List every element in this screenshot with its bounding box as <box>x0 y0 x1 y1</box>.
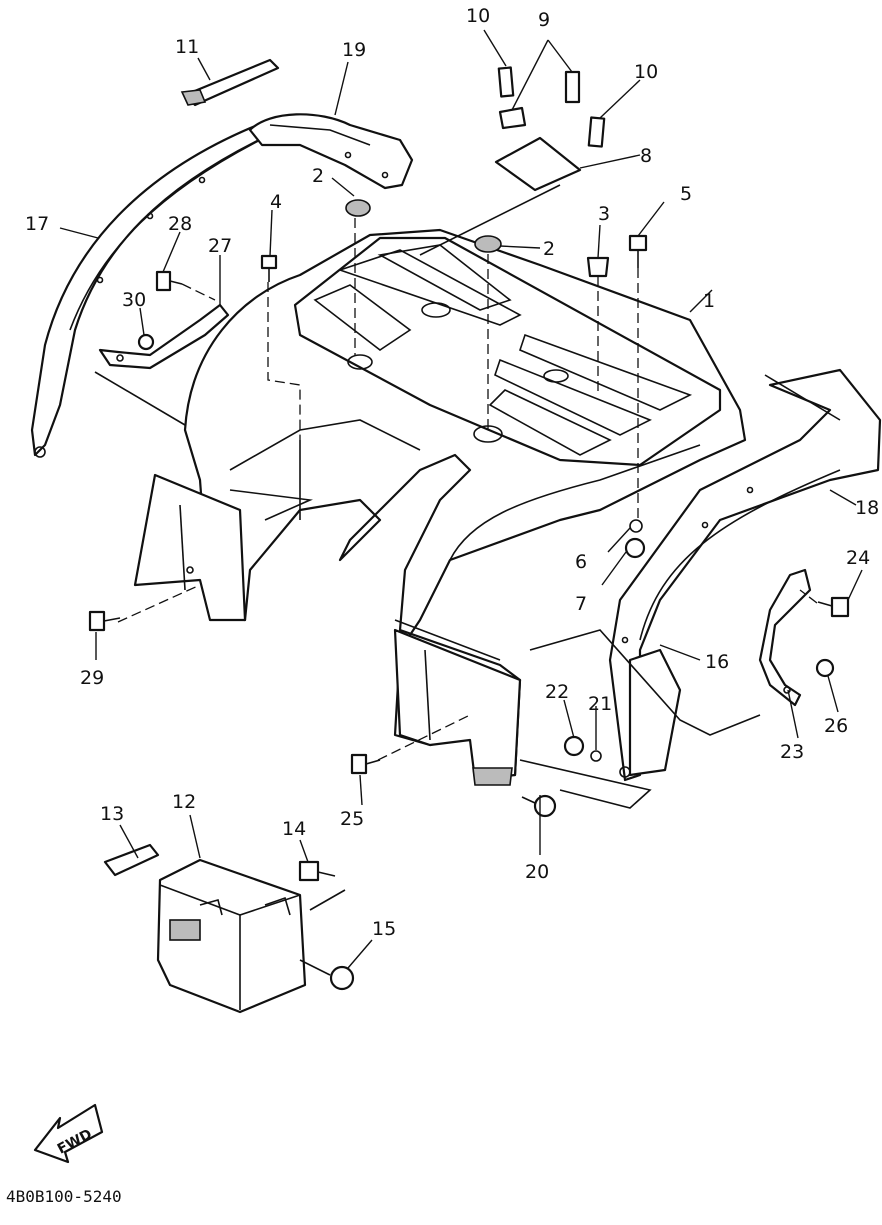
part-label-30: 30 <box>122 289 146 311</box>
band-strap <box>180 58 280 107</box>
part-label-14: 14 <box>282 818 306 840</box>
part-label-11: 11 <box>175 36 199 58</box>
part-label-10a: 10 <box>466 5 490 27</box>
part-label-19: 19 <box>342 39 366 61</box>
part-label-6: 6 <box>575 551 587 573</box>
part-label-24: 24 <box>846 547 870 569</box>
part-label-21: 21 <box>588 693 612 715</box>
part-label-9: 9 <box>538 9 550 31</box>
part-label-15: 15 <box>372 918 396 940</box>
part-label-20: 20 <box>525 861 549 883</box>
drawing-code: 4B0B100-5240 <box>6 1187 122 1206</box>
right-fender-flare <box>608 368 882 782</box>
bolts <box>88 234 850 991</box>
grab-bar <box>248 113 414 190</box>
part-label-1: 1 <box>703 290 715 312</box>
forward-arrow: FWD <box>33 1103 104 1164</box>
damper-pads <box>494 66 606 192</box>
part-label-5: 5 <box>680 183 692 205</box>
part-label-28: 28 <box>168 213 192 235</box>
part-label-10b: 10 <box>634 61 658 83</box>
part-label-25: 25 <box>340 808 364 830</box>
part-label-2a: 2 <box>312 165 324 187</box>
part-label-4: 4 <box>270 191 282 213</box>
part-labels: 1 2 2 3 4 5 6 7 8 9 10 10 11 12 13 14 15… <box>25 5 879 940</box>
part-label-2b: 2 <box>543 238 555 260</box>
left-stay-bracket <box>98 303 230 370</box>
leader-lines <box>59 29 863 969</box>
part-label-8: 8 <box>640 145 652 167</box>
part-label-23: 23 <box>780 741 804 763</box>
part-label-17: 17 <box>25 213 49 235</box>
part-label-7: 7 <box>575 593 587 615</box>
part-label-26: 26 <box>824 715 848 737</box>
part-label-29: 29 <box>80 667 104 689</box>
reference-lines <box>94 184 818 976</box>
rubber-plugs <box>345 199 610 278</box>
part-label-12: 12 <box>172 791 196 813</box>
part-label-13: 13 <box>100 803 124 825</box>
rear-fender-body <box>133 228 747 786</box>
tool-box <box>156 858 307 1014</box>
part-label-3: 3 <box>598 203 610 225</box>
part-label-16: 16 <box>705 651 729 673</box>
part-label-22: 22 <box>545 681 569 703</box>
part-label-18: 18 <box>855 497 879 519</box>
part-label-27: 27 <box>208 235 232 257</box>
right-stay-bracket <box>758 568 812 707</box>
tool-box-clip <box>103 843 160 877</box>
